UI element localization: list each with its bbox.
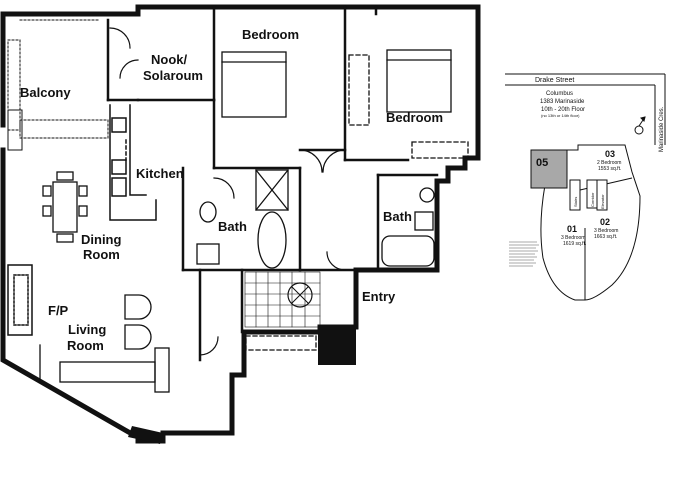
unit-03-area: 1553 sq.ft. xyxy=(598,166,621,172)
unit-05-highlight xyxy=(530,149,568,189)
unit-01-desc: 3 Bedroom xyxy=(561,235,585,241)
living-furniture xyxy=(39,294,170,393)
bedroom-beds xyxy=(221,49,452,118)
core-label-elevator: Elevator xyxy=(600,194,605,209)
bath-fixtures xyxy=(196,169,435,269)
keyplan-floors-note: (no 13th or 14th floor) xyxy=(541,113,580,118)
fireplace xyxy=(7,264,33,336)
unit-02-number: 02 xyxy=(600,217,610,227)
balcony-corner-block xyxy=(128,426,163,444)
label-nook-line1: Nook/ xyxy=(151,52,188,67)
room-labels: Balcony Nook/ Solaroum Bedroom Bedroom K… xyxy=(20,27,443,353)
label-dining-line2: Room xyxy=(83,247,120,262)
core-label-stairs: Stairs xyxy=(573,197,578,207)
label-balcony: Balcony xyxy=(20,85,71,100)
label-kitchen: Kitchen xyxy=(136,166,184,181)
label-living-line1: Living xyxy=(68,322,106,337)
keyplan-building-address: 1383 Marinaside xyxy=(540,99,585,105)
keyplan-building xyxy=(530,144,641,301)
keyplan-floors: 10th - 20th Floor xyxy=(541,107,585,113)
keyplan-fine-print xyxy=(509,241,539,267)
keyplan-avenue: Marinaside Cres. xyxy=(659,106,665,152)
north-arrow-icon xyxy=(634,116,646,135)
balcony-railing xyxy=(7,19,109,151)
keyplan-streets xyxy=(505,73,666,145)
label-bedroom-second: Bedroom xyxy=(386,110,443,125)
keyplan-street: Drake Street xyxy=(535,77,574,84)
floorplan xyxy=(0,4,481,444)
exterior-walls xyxy=(0,4,481,444)
door-swings xyxy=(109,27,346,356)
unit-03-desc: 2 Bedroom xyxy=(597,160,621,166)
interior-walls xyxy=(106,5,439,362)
entry-tiles xyxy=(244,271,321,328)
label-bath-right: Bath xyxy=(383,209,412,224)
unit-01-area: 1619 sq.ft. xyxy=(563,241,586,247)
label-fireplace: F/P xyxy=(48,303,69,318)
dining-table xyxy=(42,171,88,243)
unit-03-number: 03 xyxy=(605,149,615,159)
label-bath-left: Bath xyxy=(218,219,247,234)
unit-05-number: 05 xyxy=(536,157,548,169)
keyplan: Drake Street Marinaside Cres. Columbus 1… xyxy=(505,73,666,301)
unit-02-area: 1663 sq.ft. xyxy=(594,234,617,240)
unit-02-desc: 3 Bedroom xyxy=(594,228,618,234)
unit-01-number: 01 xyxy=(567,224,577,234)
closets xyxy=(245,54,469,351)
keyplan-core-labels: Stairs Corridor Elevator xyxy=(573,192,605,209)
label-living-line2: Room xyxy=(67,338,104,353)
keyplan-building-name: Columbus xyxy=(546,91,573,97)
label-bedroom-main: Bedroom xyxy=(242,27,299,42)
kitchen-counters xyxy=(109,104,157,221)
core-label-corridor: Corridor xyxy=(590,192,595,207)
label-nook-line2: Solaroum xyxy=(143,68,203,83)
label-entry: Entry xyxy=(362,289,396,304)
structural-column xyxy=(318,327,356,365)
label-dining-line1: Dining xyxy=(81,232,121,247)
